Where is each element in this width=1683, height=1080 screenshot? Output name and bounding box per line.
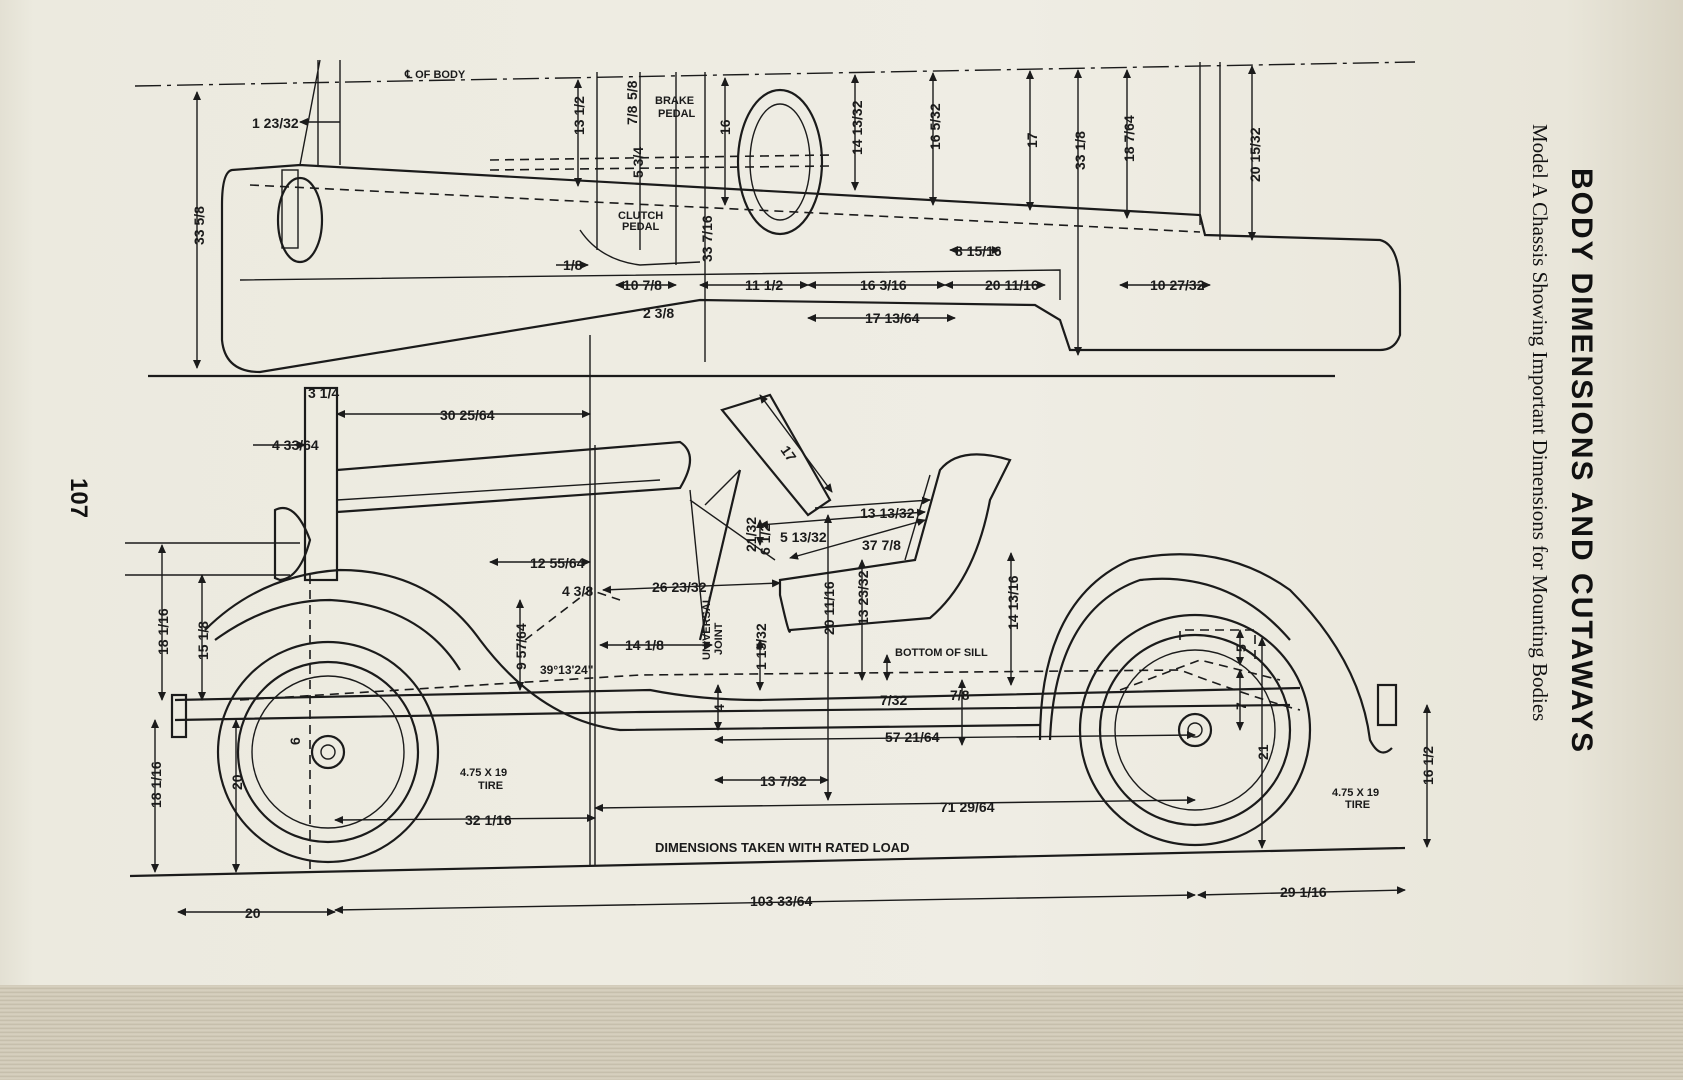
plan-dim: 10 7/8 (623, 277, 662, 293)
side-dim: 30 25/64 (440, 407, 495, 423)
plan-dim: 5 3/4 (630, 147, 646, 178)
page-title: BODY DIMENSIONS AND CUTAWAYS (1565, 168, 1598, 755)
side-dim: 13 23/32 (855, 570, 871, 625)
side-dim: 14 1/8 (625, 637, 664, 653)
side-dim: 16 1/2 (1420, 746, 1436, 785)
universal-joint-label-1: UNIVERSAL (701, 596, 713, 660)
center-of-body-label: ℄ OF BODY (404, 69, 466, 81)
brake-pedal-label-2: PEDAL (658, 108, 696, 120)
front-tire-label-2: TIRE (478, 780, 503, 792)
brake-pedal-label-1: BRAKE (655, 95, 694, 107)
angle-label: 39°13'24" (540, 663, 593, 677)
rear-tire-label-1: 4.75 X 19 (1332, 787, 1379, 799)
plan-dim: 33 7/16 (699, 215, 715, 262)
plan-dim: 7/8 (624, 105, 640, 125)
side-dim: 32 1/16 (465, 812, 512, 828)
side-dim: 7 (1233, 702, 1249, 710)
page-number: 107 (65, 478, 92, 519)
side-dim: 29 1/16 (1280, 884, 1327, 900)
side-dim: 12 55/64 (530, 555, 585, 571)
side-dim: 7/8 (950, 687, 970, 703)
plan-dim: 17 13/64 (865, 310, 920, 326)
side-dim: 18 1/16 (148, 761, 164, 808)
side-dim: 57 21/64 (885, 729, 940, 745)
side-dim: 26 23/32 (652, 579, 707, 595)
plan-view: ℄ OF BODY BRAKE PEDAL CLUTCH PEDAL 1 23/… (134, 59, 1416, 378)
side-dim: 20 11/16 (821, 581, 837, 635)
side-dim: 13 13/32 (860, 505, 915, 521)
side-dim: 17 (778, 443, 800, 465)
side-dim: 4 33/64 (272, 437, 319, 453)
side-dim: 5 13/32 (780, 529, 827, 545)
plan-dim: 33 1/8 (1072, 131, 1088, 170)
plan-dim: 13 1/2 (571, 96, 587, 135)
page-subtitle: Model A Chassis Showing Important Dimens… (1528, 124, 1552, 722)
plan-dim: 20 11/16 (985, 277, 1039, 293)
side-dim: 20 (245, 905, 261, 921)
plan-dim: 17 (1024, 132, 1040, 148)
side-dim: 6 1/2 (757, 524, 773, 555)
rear-tire-label-2: TIRE (1345, 799, 1370, 811)
bottom-of-sill-label: BOTTOM OF SILL (895, 647, 988, 659)
plan-dim: 14 13/32 (849, 100, 865, 155)
plan-dim: 10 27/32 (1150, 277, 1205, 293)
side-dim: 7/32 (880, 692, 907, 708)
side-dim: 15 1/8 (195, 621, 211, 660)
plan-dim: 16 3/16 (860, 277, 907, 293)
side-dim: 21 (1255, 744, 1271, 760)
side-dim: 6 (287, 737, 303, 745)
side-dim: 4 3/8 (562, 583, 593, 599)
side-view: DIMENSIONS TAKEN WITH RATED LOAD BOTTOM … (125, 335, 1436, 921)
plan-dim: 5/8 (624, 80, 640, 100)
side-dim: 71 29/64 (940, 799, 995, 815)
plan-dim: 33 5/8 (191, 206, 207, 245)
side-dim: 3 1/4 (308, 385, 339, 401)
plan-dim: 8 15/16 (955, 243, 1002, 259)
side-dim: 20 (229, 774, 245, 790)
universal-joint-label-2: JOINT (713, 622, 725, 655)
front-tire-label-1: 4.75 X 19 (460, 767, 507, 779)
page-edge (0, 985, 1683, 1080)
plan-dim: 2 3/8 (643, 305, 674, 321)
plan-dim: 11 1/2 (745, 277, 783, 293)
side-dim: 5 (1233, 644, 1249, 652)
side-dim: 9 57/64 (513, 623, 529, 670)
side-dim: 13 7/32 (760, 773, 807, 789)
side-dim: 1 15/32 (753, 623, 769, 670)
clutch-pedal-label-2: PEDAL (622, 221, 660, 233)
plan-dim: 16 (717, 119, 733, 135)
side-dim: 37 7/8 (862, 537, 901, 553)
plan-dim: 16 5/32 (927, 103, 943, 150)
side-dim: 18 1/16 (155, 608, 171, 655)
rated-load-note: DIMENSIONS TAKEN WITH RATED LOAD (655, 840, 909, 855)
side-dim: 103 33/64 (750, 893, 812, 909)
side-dim: 4 (711, 704, 727, 712)
side-dim: 21/32 (743, 517, 759, 552)
plan-dim: 1 23/32 (252, 115, 299, 131)
clutch-pedal-label-1: CLUTCH (618, 210, 663, 222)
plan-dim: 18 7/64 (1121, 115, 1137, 162)
plan-dim: 1/8 (563, 257, 583, 273)
side-dim: 14 13/16 (1005, 575, 1021, 630)
plan-dim: 20 15/32 (1247, 127, 1263, 182)
